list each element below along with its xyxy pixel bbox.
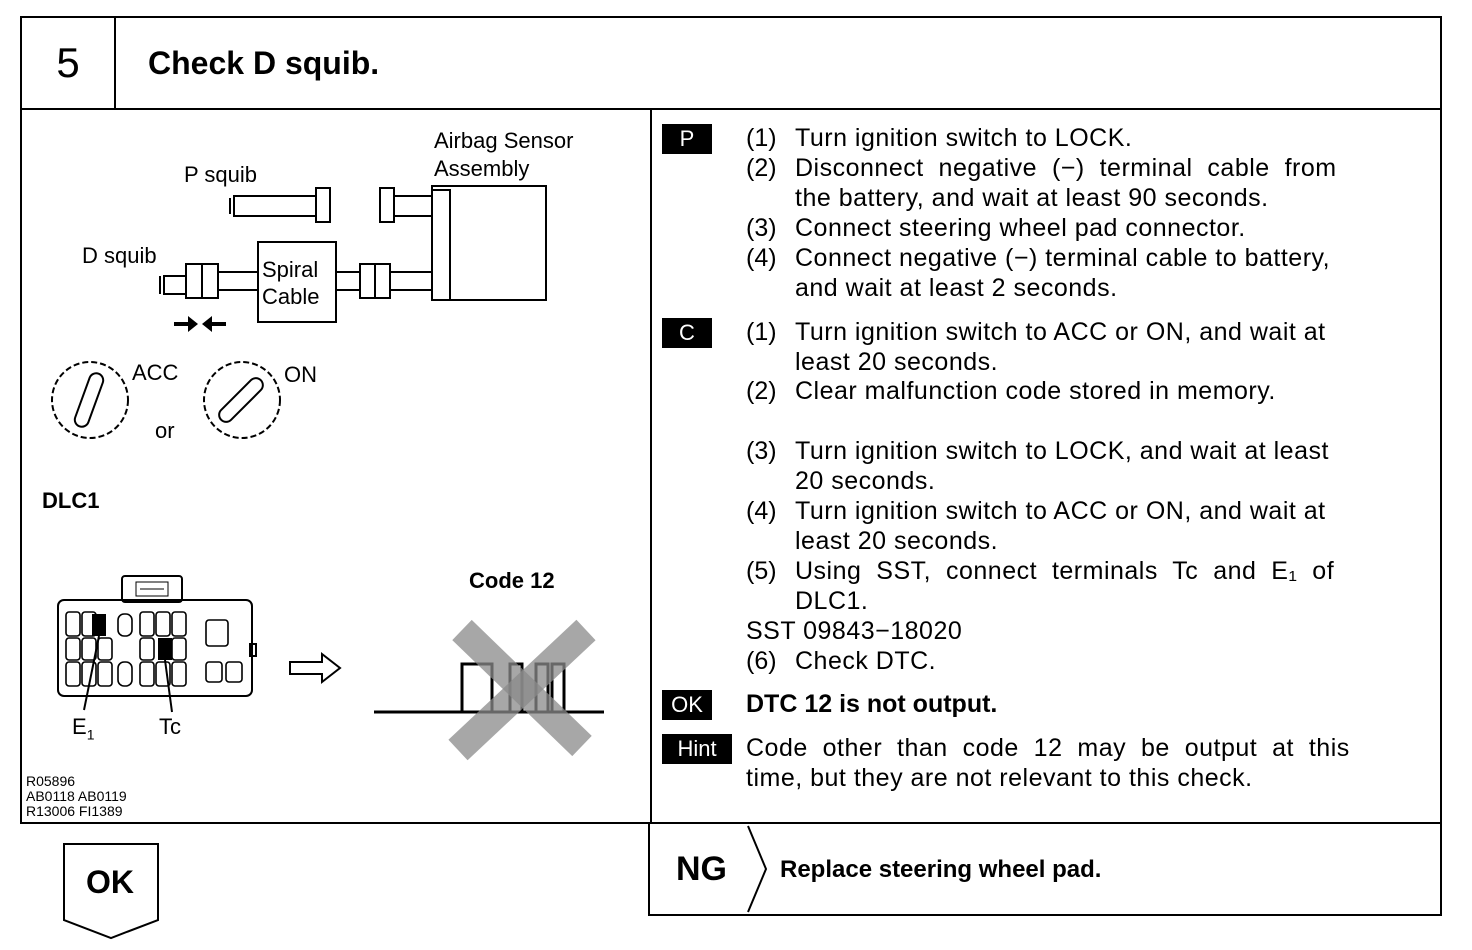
ok-flow-label: OK: [86, 864, 134, 900]
spiral-cable-label-2: Cable: [262, 284, 320, 309]
c-step-4-num: (4): [746, 497, 777, 525]
spiral-cable-label-1: Spiral: [262, 257, 319, 282]
d-squib-label: D squib: [82, 243, 157, 268]
dlc1-label: DLC1: [42, 488, 100, 513]
c-step-1-num: (1): [746, 318, 777, 346]
hint-text-2: time, but they are not relevant to this …: [746, 764, 1253, 792]
p-step-4-num: (4): [746, 244, 777, 272]
step-number: 5: [56, 39, 80, 86]
tc-terminal-label: Tc: [159, 714, 181, 739]
p-step-3-text: Connect steering wheel pad connector.: [795, 214, 1246, 242]
on-label: ON: [284, 362, 317, 387]
hint-text-1: Code other than code 12 may be output at…: [746, 734, 1350, 762]
p-step-2-text-1: Disconnect negative (−) terminal cable f…: [795, 154, 1337, 182]
figure-ref-3: R13006 FI1389: [26, 803, 123, 819]
page-title: Check D squib.: [148, 45, 380, 81]
p-step-2-num: (2): [746, 154, 777, 182]
sst-number: SST 09843−18020: [746, 617, 963, 645]
c-step-6-num: (6): [746, 647, 777, 675]
p-step-4-text-1: Connect negative (−) terminal cable to b…: [795, 244, 1331, 272]
c-step-3-num: (3): [746, 437, 777, 465]
airbag-sensor-label-2: Assembly: [434, 156, 530, 181]
c-step-5-text-2: DLC1.: [795, 587, 869, 615]
airbag-sensor-label-1: Airbag Sensor: [434, 128, 574, 153]
figure-ref-2: AB0118 AB0119: [26, 788, 127, 804]
c-step-3-text-2: 20 seconds.: [795, 467, 936, 495]
title-box: Check D squib.: [114, 16, 1442, 110]
c-step-4-text-2: least 20 seconds.: [795, 527, 999, 555]
or-label: or: [155, 418, 175, 443]
e1-terminal-label: E1: [72, 714, 95, 743]
c-tag: C: [662, 318, 712, 348]
ng-box: [648, 822, 1442, 916]
ng-action-text: Replace steering wheel pad.: [780, 856, 1102, 883]
ok-flow-box[interactable]: [62, 842, 162, 942]
p-squib-label: P squib: [184, 162, 257, 187]
c-step-1-text-1: Turn ignition switch to ACC or ON, and w…: [795, 318, 1326, 346]
step-number-box: 5: [20, 16, 116, 110]
p-step-3-num: (3): [746, 214, 777, 242]
p-step-2-text-2: the battery, and wait at least 90 second…: [795, 184, 1269, 212]
p-step-1-num: (1): [746, 124, 777, 152]
ng-chevron: [747, 825, 768, 913]
c-step-5-text-1: Using SST, connect terminals Tc and E₁ o…: [795, 557, 1335, 585]
hint-tag: Hint: [662, 734, 732, 764]
code12-label: Code 12: [469, 568, 555, 593]
c-step-2-text: Clear malfunction code stored in memory.: [795, 377, 1276, 405]
ok-tag: OK: [662, 690, 712, 720]
ok-result-text: DTC 12 is not output.: [746, 690, 998, 718]
c-step-3-text-1: Turn ignition switch to LOCK, and wait a…: [795, 437, 1329, 465]
c-step-2-num: (2): [746, 377, 777, 405]
p-step-1-text: Turn ignition switch to LOCK.: [795, 124, 1133, 152]
p-tag: P: [662, 124, 712, 154]
wiring-diagram: [51, 185, 604, 761]
acc-label: ACC: [132, 360, 179, 385]
c-step-5-num: (5): [746, 557, 777, 585]
c-step-6-text: Check DTC.: [795, 647, 937, 675]
p-step-4-text-2: and wait at least 2 seconds.: [795, 274, 1118, 302]
c-step-1-text-2: least 20 seconds.: [795, 348, 999, 376]
figure-ref-1: R05896: [26, 773, 76, 789]
ng-label: NG: [676, 850, 727, 888]
c-step-4-text-1: Turn ignition switch to ACC or ON, and w…: [795, 497, 1326, 525]
